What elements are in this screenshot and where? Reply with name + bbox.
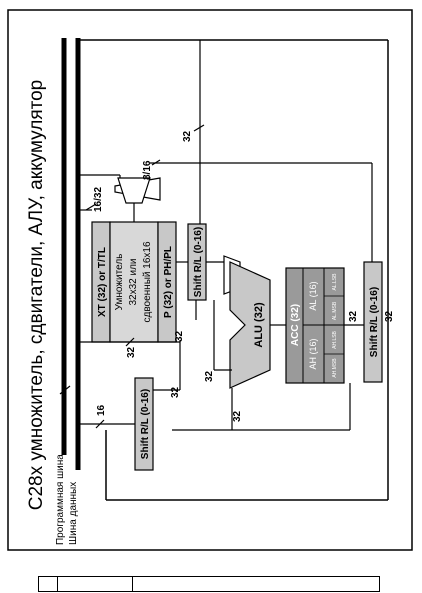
multiplier-label-1: Умножитель (114, 254, 125, 311)
width-label-mult: 32 (126, 346, 137, 358)
ah-msb-label: AH.MSB (332, 358, 338, 378)
shift-p-label: Shift R/L (0-16) (193, 227, 204, 297)
multiplier-unit (109, 221, 159, 343)
shift-input-label: Shift R/L (0-16) (140, 389, 151, 459)
ah-lsb-label: AH.LSB (332, 330, 338, 348)
width-label-alu-b: 32 (204, 370, 215, 382)
footer-cell-1 (38, 576, 58, 592)
width-label-8-16: 8/16 (142, 160, 153, 180)
width-label-p: 32 (174, 330, 185, 342)
program-bus-label: Программная шина (55, 454, 66, 545)
alu-label: ALU (32) (253, 302, 265, 348)
width-marker-left (59, 385, 71, 395)
width-marker-16-32 (85, 203, 97, 211)
width-label-16: 16 (96, 404, 107, 416)
p-register-label: P (32) or PH/PL (163, 246, 174, 318)
width-label-acc: 32 (348, 310, 359, 322)
width-label-16-32: 16/32 (93, 187, 104, 212)
al-lsb-label: AL.LSB (332, 273, 338, 291)
acc-label: ACC (32) (290, 304, 301, 346)
alu (229, 261, 271, 389)
shift-output-block (363, 261, 383, 383)
multiplier-label-2: 32x32 или (128, 258, 139, 305)
al-msb-label: AL.MSB (332, 301, 338, 320)
width-label-out: 32 (384, 310, 395, 322)
al-label: AL (16) (308, 281, 318, 310)
width-label-top: 32 (182, 130, 193, 142)
multiplier-label-3: сдвоенный 16x16 (142, 241, 153, 322)
footer-cell-2 (57, 576, 133, 592)
shift-output-label: Shift R/L (0-16) (369, 287, 380, 357)
footer-cell-3 (132, 576, 380, 592)
width-marker-16 (95, 419, 105, 429)
top-mux-shape (117, 177, 151, 204)
data-bus-label: Шина данных (68, 482, 79, 545)
width-label-shift-in: 32 (170, 386, 181, 398)
slide-title: C28x умножитель, сдвигатели, АЛУ, аккуму… (26, 80, 47, 510)
width-label-alu-out: 32 (232, 410, 243, 422)
width-marker-mult (125, 337, 135, 347)
slide-frame (7, 9, 413, 551)
footer-table (38, 576, 380, 592)
width-marker-top (193, 124, 205, 132)
ah-label: AH (16) (308, 338, 318, 369)
xt-register-label: XT (32) or T/TL (97, 247, 108, 317)
